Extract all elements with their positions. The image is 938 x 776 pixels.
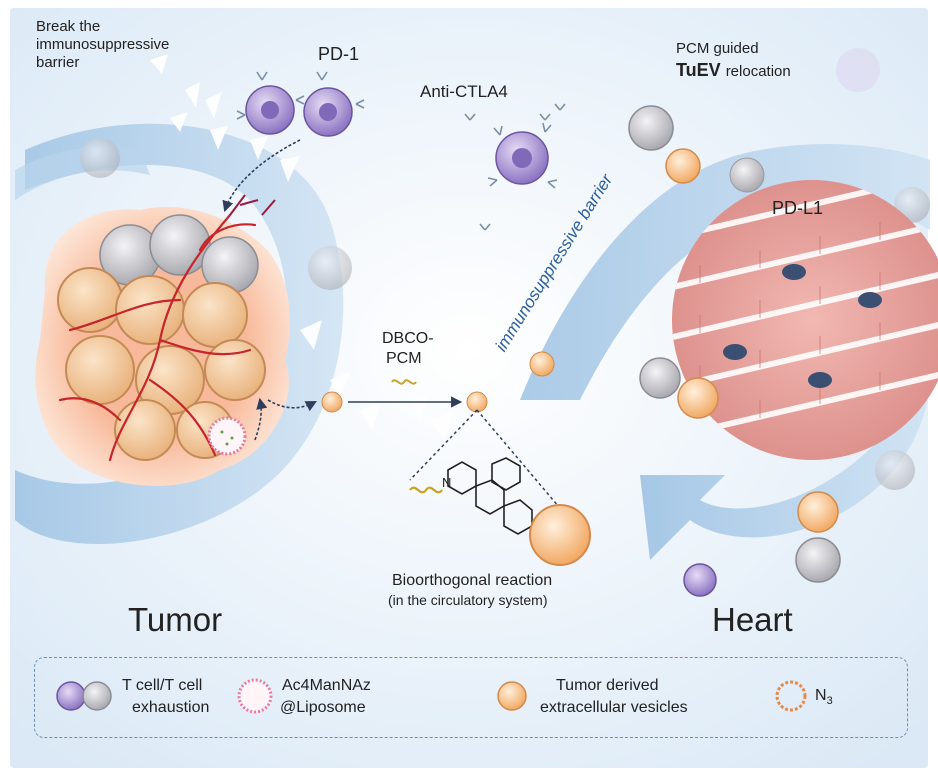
label-bioorthogonal: Bioorthogonal reaction [392,572,553,589]
label-heart: Heart [712,601,793,638]
bioorthogonal-zoom [409,409,591,566]
legend-tcell-2: exhaustion [132,699,210,716]
tcell-faded [80,48,930,490]
legend-tuev-1: Tumor derived [556,677,659,694]
legend [34,657,908,738]
legend-liposome-2: @Liposome [280,699,366,716]
legend-n3-sub: 3 [826,695,833,708]
label-break-barrier-2: immunosuppressive [36,36,170,53]
legend-tuev-2: extracellular vesicles [540,699,688,716]
legend-icons [56,678,807,714]
tuev-heart [529,351,719,419]
legend-n3: N3 [815,686,833,711]
heart-tissue [672,180,938,460]
label-pcm: PCM [386,350,422,367]
label-tuev-relocation: TuEV relocation [676,60,791,81]
tcells-bottom-right [683,491,841,597]
label-anti-ctla4: Anti-CTLA4 [420,82,508,101]
label-tumor: Tumor [128,601,223,638]
tcell-pd1-group [236,71,365,137]
tumor-blood-vessels [58,213,257,462]
label-pcm-guided: PCM guided [676,40,759,57]
tumor-mass [35,194,290,487]
label-circulatory: (in the circulatory system) [388,592,548,608]
dbco-pcm-molecule [391,379,417,385]
tuev-circulating [321,391,488,413]
label-relocation: relocation [725,63,791,80]
label-tuev: TuEV [676,60,721,80]
label-break-barrier-1: Break the [36,18,101,35]
legend-liposome-1: Ac4ManNAz [282,677,371,694]
label-n-atom: N [442,475,452,490]
legend-n3-base: N [815,687,827,704]
liposome [207,416,247,456]
tcell-anti-ctla4 [464,103,566,231]
flow-arrows [222,139,463,441]
label-break-barrier-3: barrier [36,54,80,71]
barrier-shards [150,54,452,440]
label-pdl1: PD-L1 [772,198,824,218]
tcell-pcm-guided [628,105,765,193]
legend-tcell-1: T cell/T cell [122,677,203,694]
label-dbco: DBCO- [382,330,434,347]
label-pd1: PD-1 [318,44,360,64]
heart-swirl [520,143,930,560]
